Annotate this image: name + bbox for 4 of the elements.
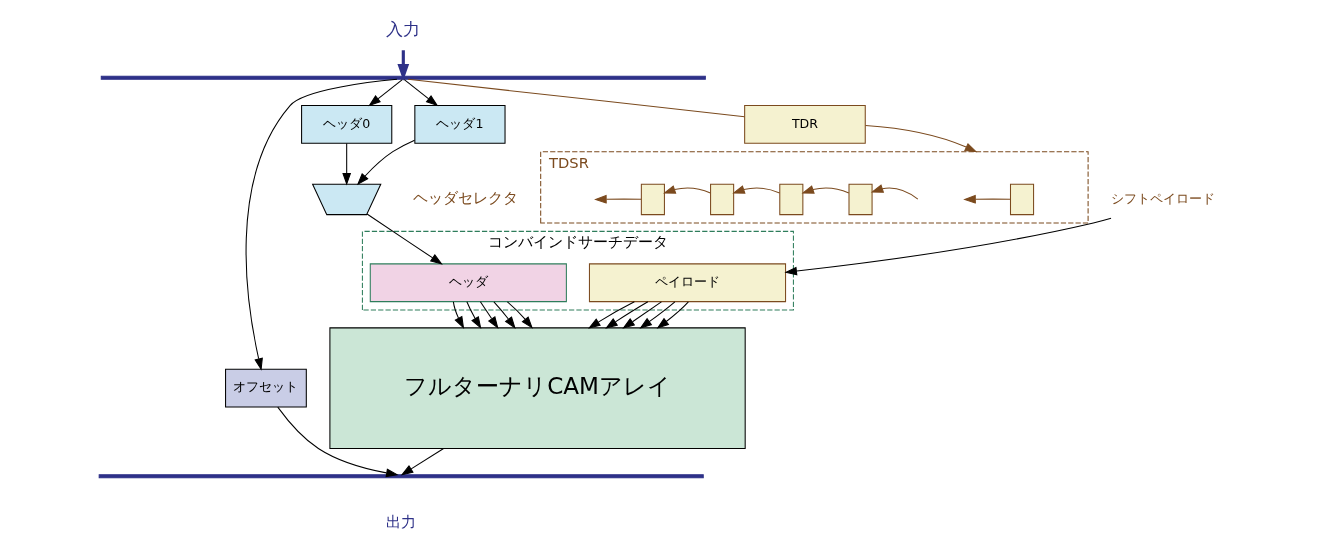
node-text: 入力 bbox=[386, 19, 421, 40]
node-label: 出力 bbox=[386, 512, 417, 530]
node-label: ヘッダセレクタ bbox=[412, 189, 518, 207]
node-text: シフトペイロード bbox=[1110, 190, 1215, 206]
